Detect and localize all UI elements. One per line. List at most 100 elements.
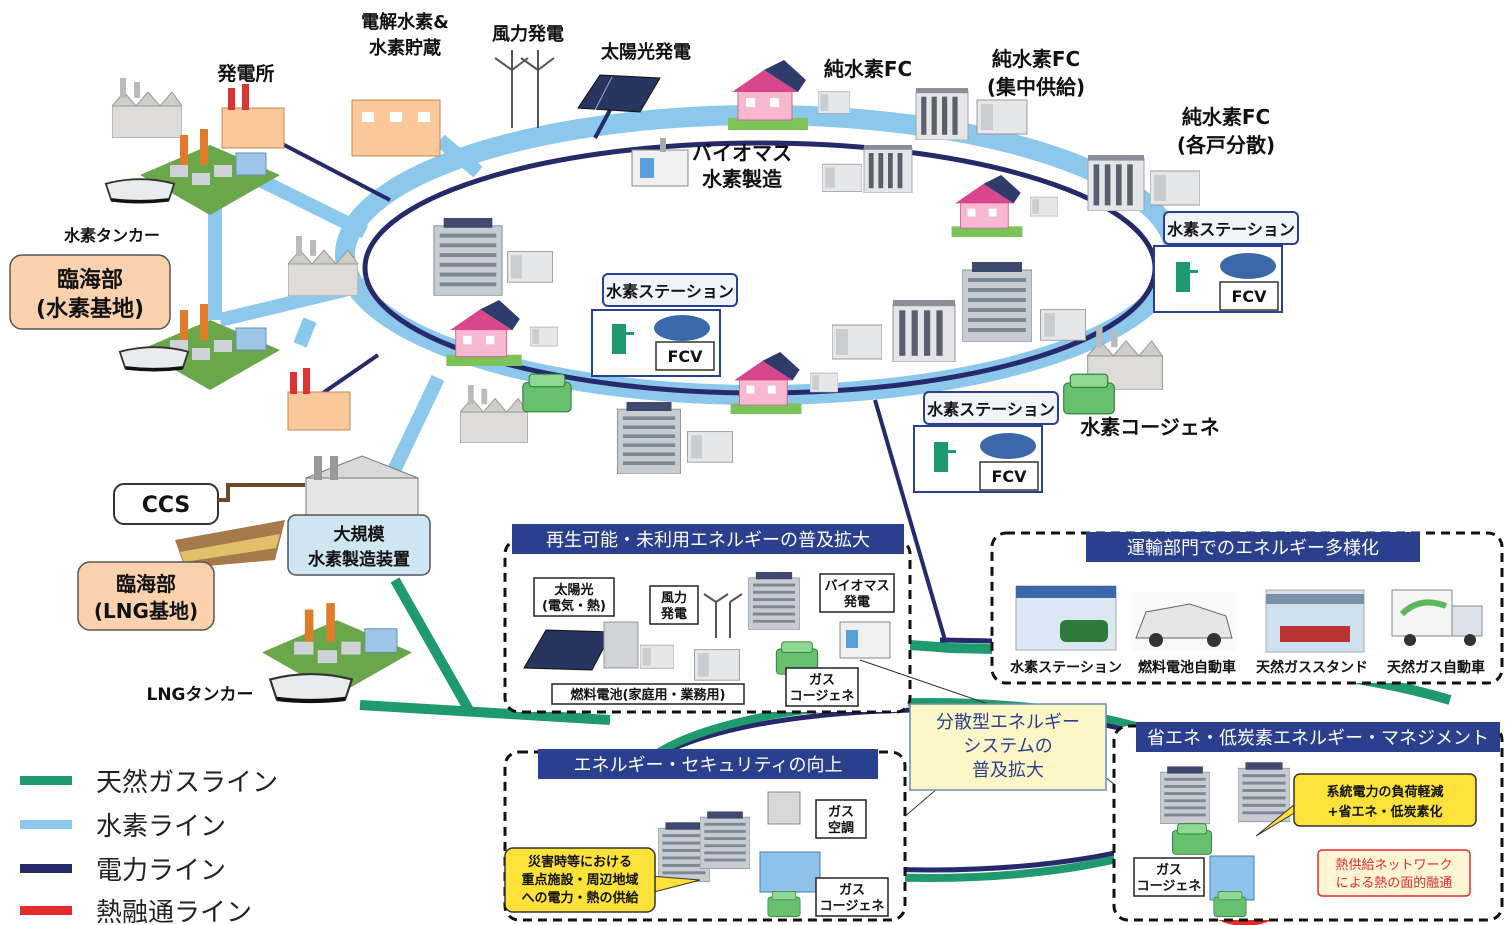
sec-gas-cogen-label-1: ガス [839,883,865,898]
load-callout-line-2: +省エネ・低炭素化 [1328,804,1443,820]
solar-power-label: 太陽光発電 [601,41,691,63]
renewable-title: 再生可能・未利用エネルギーの普及拡大 [546,530,870,551]
re-biomass-label-2: 発電 [843,594,870,610]
factory-icon [460,385,528,443]
office-building-icon [617,402,681,474]
fuel-cell-icon [818,91,850,115]
legend-label: 天然ガスライン [96,768,278,798]
transport-item-label: 天然ガス自動車 [1387,659,1485,676]
fuel-cell-icon [832,324,882,360]
apartment-icon [863,145,913,193]
heat-network-callout: 熱供給ネットワーク による熱の面的融通 [1317,849,1471,897]
re-building-icon [748,572,800,630]
sec-gas-cogen-label-2: コージェネ [820,899,885,914]
mgmt-cogen-icon [1213,891,1247,917]
hydrogen-station-label: 水素ステーション [1167,220,1295,239]
load-callout-line-1: 系統電力の負荷軽減 [1326,784,1443,800]
hydrogen-station-right: 水素ステーション FCV [1153,211,1299,313]
management-box: 省エネ・低炭素エネルギー・マネジメント ガス コージェネ 系統電力の負荷軽減 +… [1112,722,1504,922]
fcv-label: FCV [1231,287,1267,306]
re-fuel-cell-icon [640,644,674,669]
transport-item-label: 水素ステーション [1010,659,1122,676]
fuel-cell-icon [1040,309,1086,341]
legend-label: 水素ライン [96,812,226,842]
house-icon [951,175,1023,237]
transport-item-label: 燃料電池自動車 [1138,659,1236,676]
biomass-plant-icon [631,138,689,187]
large-h2-label-1: 大規模 [334,524,386,545]
mgmt-building-icon [1238,761,1290,823]
house-icon [728,60,808,130]
pure-fc-label: 純水素FC [824,57,912,81]
re-solar-label-1: 太陽光 [553,582,593,598]
pure-fc-central-label-2: (集中供給) [987,75,1085,99]
legend-item-heat: 熱融通ライン [20,898,252,925]
coastal-hydrogen-base-tag: 臨海部 (水素基地) [9,254,171,330]
pure-fc-each-label-2: (各戸分散) [1177,133,1275,157]
management-title: 省エネ・低炭素エネルギー・マネジメント [1147,728,1489,749]
distributed-energy-box: 分散型エネルギー システムの 普及拡大 [909,703,1107,791]
re-gas-cogen-label-1: ガス [809,673,835,688]
re-wind-label-1: 風力 [661,590,687,606]
power-plant-icon [287,368,351,431]
sec-cogen-icon [767,891,801,917]
mgmt-cogen-icon [1171,823,1213,855]
legend-item-power: 電力ライン [20,856,226,886]
legend-swatch [20,776,72,785]
transport-title: 運輸部門でのエネルギー多様化 [1127,538,1379,559]
coastal-lng-base-tag: 臨海部 (LNG基地) [77,561,215,631]
fuel-cell-icon [1030,196,1058,217]
legend: 天然ガスライン 水素ライン 電力ライン 熱融通ライン [20,768,278,925]
power-plant-icon [221,84,285,149]
security-box: エネルギー・セキュリティの向上 ガス 空調 ガス コージェネ 災害時等における … [503,749,907,922]
transport-item-label: 天然ガススタンド [1256,659,1368,676]
heat-callout-line-2: による熱の面的融通 [1336,875,1453,891]
mgmt-building-icon [1160,765,1210,825]
distributed-line-1: 分散型エネルギー [936,712,1080,733]
pure-fc-central-label-1: 純水素FC [992,47,1080,71]
large-h2-production-tag: 大規模 水素製造装置 [287,514,431,576]
disaster-callout: 災害時等における 重点施設・周辺地域 への電力・熱の供給 [504,847,701,913]
re-fuel-cell-label: 燃料電池(家庭用・業務用) [571,687,726,703]
coastal-lng-label-1: 臨海部 [116,572,176,596]
transport-box: 運輸部門でのエネルギー多様化 水素ステーション 燃料電池自動車 天然ガススタンド… [990,531,1504,685]
solar-panel-icon [577,74,661,113]
re-biomass-icon [839,621,891,659]
legend-swatch [20,820,72,829]
mgmt-gas-cogen-label-2: コージェネ [1137,879,1202,894]
fcv-label: FCV [667,347,703,366]
lng-tanker-icon [270,674,352,701]
re-solar-label-2: (電気・熱) [542,598,606,614]
pure-fc-each-label-1: 純水素FC [1182,105,1270,129]
load-reduction-callout: 系統電力の負荷軽減 +省エネ・低炭素化 [1255,773,1477,837]
fuel-cell-icon [1150,170,1200,206]
mgmt-gas-cogen-label-1: ガス [1156,863,1182,878]
gas-ac-unit-icon [767,791,801,825]
large-h2-label-2: 水素製造装置 [308,549,410,570]
electrolysis-label-2: 水素貯蔵 [369,37,441,59]
office-building-icon [433,218,503,296]
disaster-callout-line-1: 災害時等における [528,854,632,870]
legend-label: 電力ライン [96,856,226,886]
distributed-line-2: システムの [963,736,1052,757]
sec-hospital-icon [759,851,821,893]
security-title: エネルギー・セキュリティの向上 [574,755,843,776]
legend-swatch [20,906,72,915]
h2-station-photo [1015,585,1117,651]
fuel-cell-icon [822,163,862,192]
legend-swatch [20,864,72,873]
power-feed-lines [264,109,947,641]
ccs-pipe [218,483,305,502]
lng-tanker-label: LNGタンカー [146,685,253,705]
renewable-box: 再生可能・未利用エネルギーの普及拡大 太陽光 (電気・熱) 風力 発電 バイオマ… [503,524,912,714]
electrolysis-label-1: 電解水素& [361,11,449,33]
hydrogen-tanker-label: 水素タンカー [64,226,160,245]
fcv-label: FCV [991,467,1027,486]
hydrogen-station-label: 水素ステーション [927,400,1055,419]
re-wind-label-2: 発電 [660,606,687,622]
house-icon [730,352,802,414]
fuel-cell-icon [507,251,553,283]
wind-turbine-icon [494,50,555,128]
hydrogen-cogen-label: 水素コージェネ [1080,415,1220,439]
hydrogen-station-center: 水素ステーション FCV [591,273,738,377]
